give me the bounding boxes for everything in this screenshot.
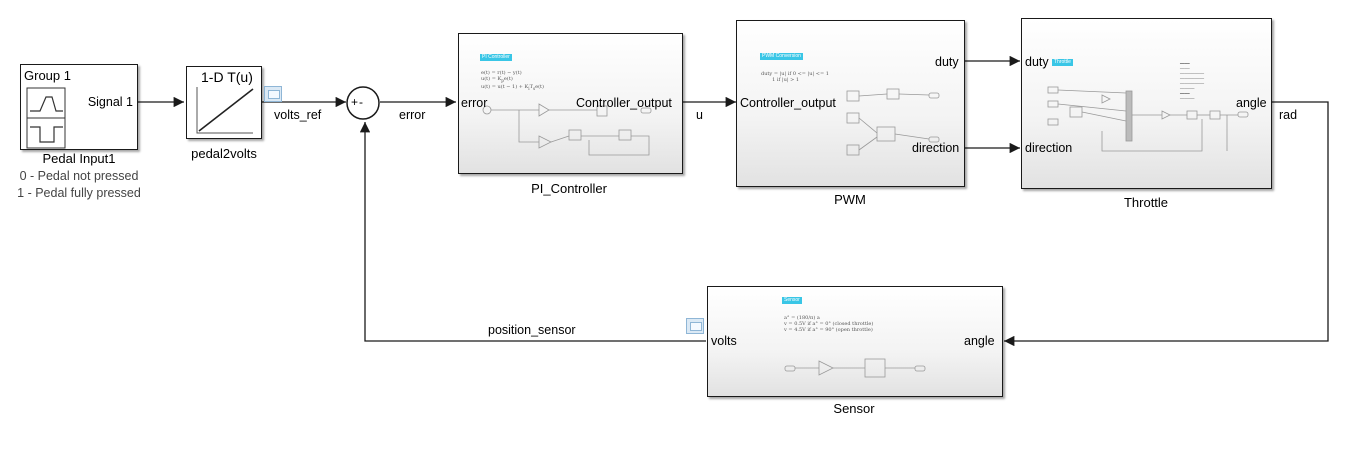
pi-preview-equations: e(t) = r(t) − y(t)u(t) = Kpe(t)u(t) = u(… — [481, 70, 544, 91]
scope-icon-position-sensor[interactable] — [686, 318, 704, 334]
throttle-out-port: angle — [1236, 96, 1267, 110]
line-rad — [1004, 101, 1329, 347]
pwm-out-port-direction: direction — [912, 141, 960, 155]
throttle-in-port-direction: direction — [1025, 141, 1073, 155]
sensor-preview-title: Sensor — [782, 297, 802, 304]
throttle-block[interactable]: Throttle ━━━━───────────────────────────… — [1021, 18, 1272, 189]
pwm-block[interactable]: PWM Conversion duty = |u| if 0 <= |u| <=… — [736, 20, 965, 187]
signal-u: u — [696, 108, 703, 122]
pedal-note-0: 0 - Pedal not pressed — [19, 169, 139, 183]
throttle-preview-title: Throttle — [1052, 59, 1073, 66]
pwm-out-port-duty: duty — [935, 55, 959, 69]
pi-controller-block[interactable]: PI Controller e(t) = r(t) − y(t)u(t) = K… — [458, 33, 683, 174]
sensor-preview-diagram — [784, 358, 926, 378]
throttle-preview-diagram — [1047, 86, 1249, 152]
pi-controller-name: PI_Controller — [531, 181, 607, 196]
lookup-name: pedal2volts — [191, 146, 257, 161]
scope-icon-volts-ref[interactable] — [264, 86, 282, 102]
pi-preview-title: PI Controller — [480, 54, 512, 61]
pedal-input-name: Pedal Input1 — [42, 151, 116, 166]
lookup-symbol: 1-D T(u) — [201, 69, 253, 85]
lookup-block[interactable]: 1-D T(u) — [186, 66, 262, 139]
pi-preview-diagram — [482, 103, 652, 156]
signal-error: error — [399, 108, 426, 122]
pwm-name: PWM — [834, 192, 866, 207]
pwm-preview-equations: duty = |u| if 0 <= |u| <= 1 1 if |u| > 1 — [761, 71, 829, 83]
sum-block — [346, 86, 380, 120]
pi-out-port: Controller_output — [576, 96, 672, 110]
sensor-in-port: angle — [964, 334, 995, 348]
throttle-preview-notes: ━━━━────────────────────────────────────… — [1180, 61, 1205, 101]
sum-signs: +- — [351, 95, 365, 109]
throttle-in-port-duty: duty — [1025, 55, 1049, 69]
signal-volts-ref: volts_ref — [274, 108, 322, 122]
group-label: Group 1 — [24, 68, 71, 83]
sensor-name: Sensor — [833, 401, 875, 416]
pedal-input-block[interactable]: Group 1 Signal 1 — [20, 64, 138, 150]
pwm-preview-title: PWM Conversion — [760, 53, 803, 60]
pwm-in-port: Controller_output — [740, 96, 836, 110]
signal-label: Signal 1 — [87, 95, 133, 109]
sensor-out-port: volts — [711, 334, 737, 348]
pi-in-port: error — [461, 96, 488, 110]
signal-position-sensor: position_sensor — [488, 323, 576, 337]
pedal-note-1: 1 - Pedal fully pressed — [17, 186, 141, 200]
signal-rad: rad — [1279, 108, 1298, 122]
throttle-name: Throttle — [1123, 195, 1169, 210]
line-position-sensor — [359, 122, 706, 342]
pwm-preview-diagram — [846, 88, 940, 156]
signal-builder-icon — [26, 87, 66, 149]
lookup-ramp-icon — [196, 87, 254, 134]
